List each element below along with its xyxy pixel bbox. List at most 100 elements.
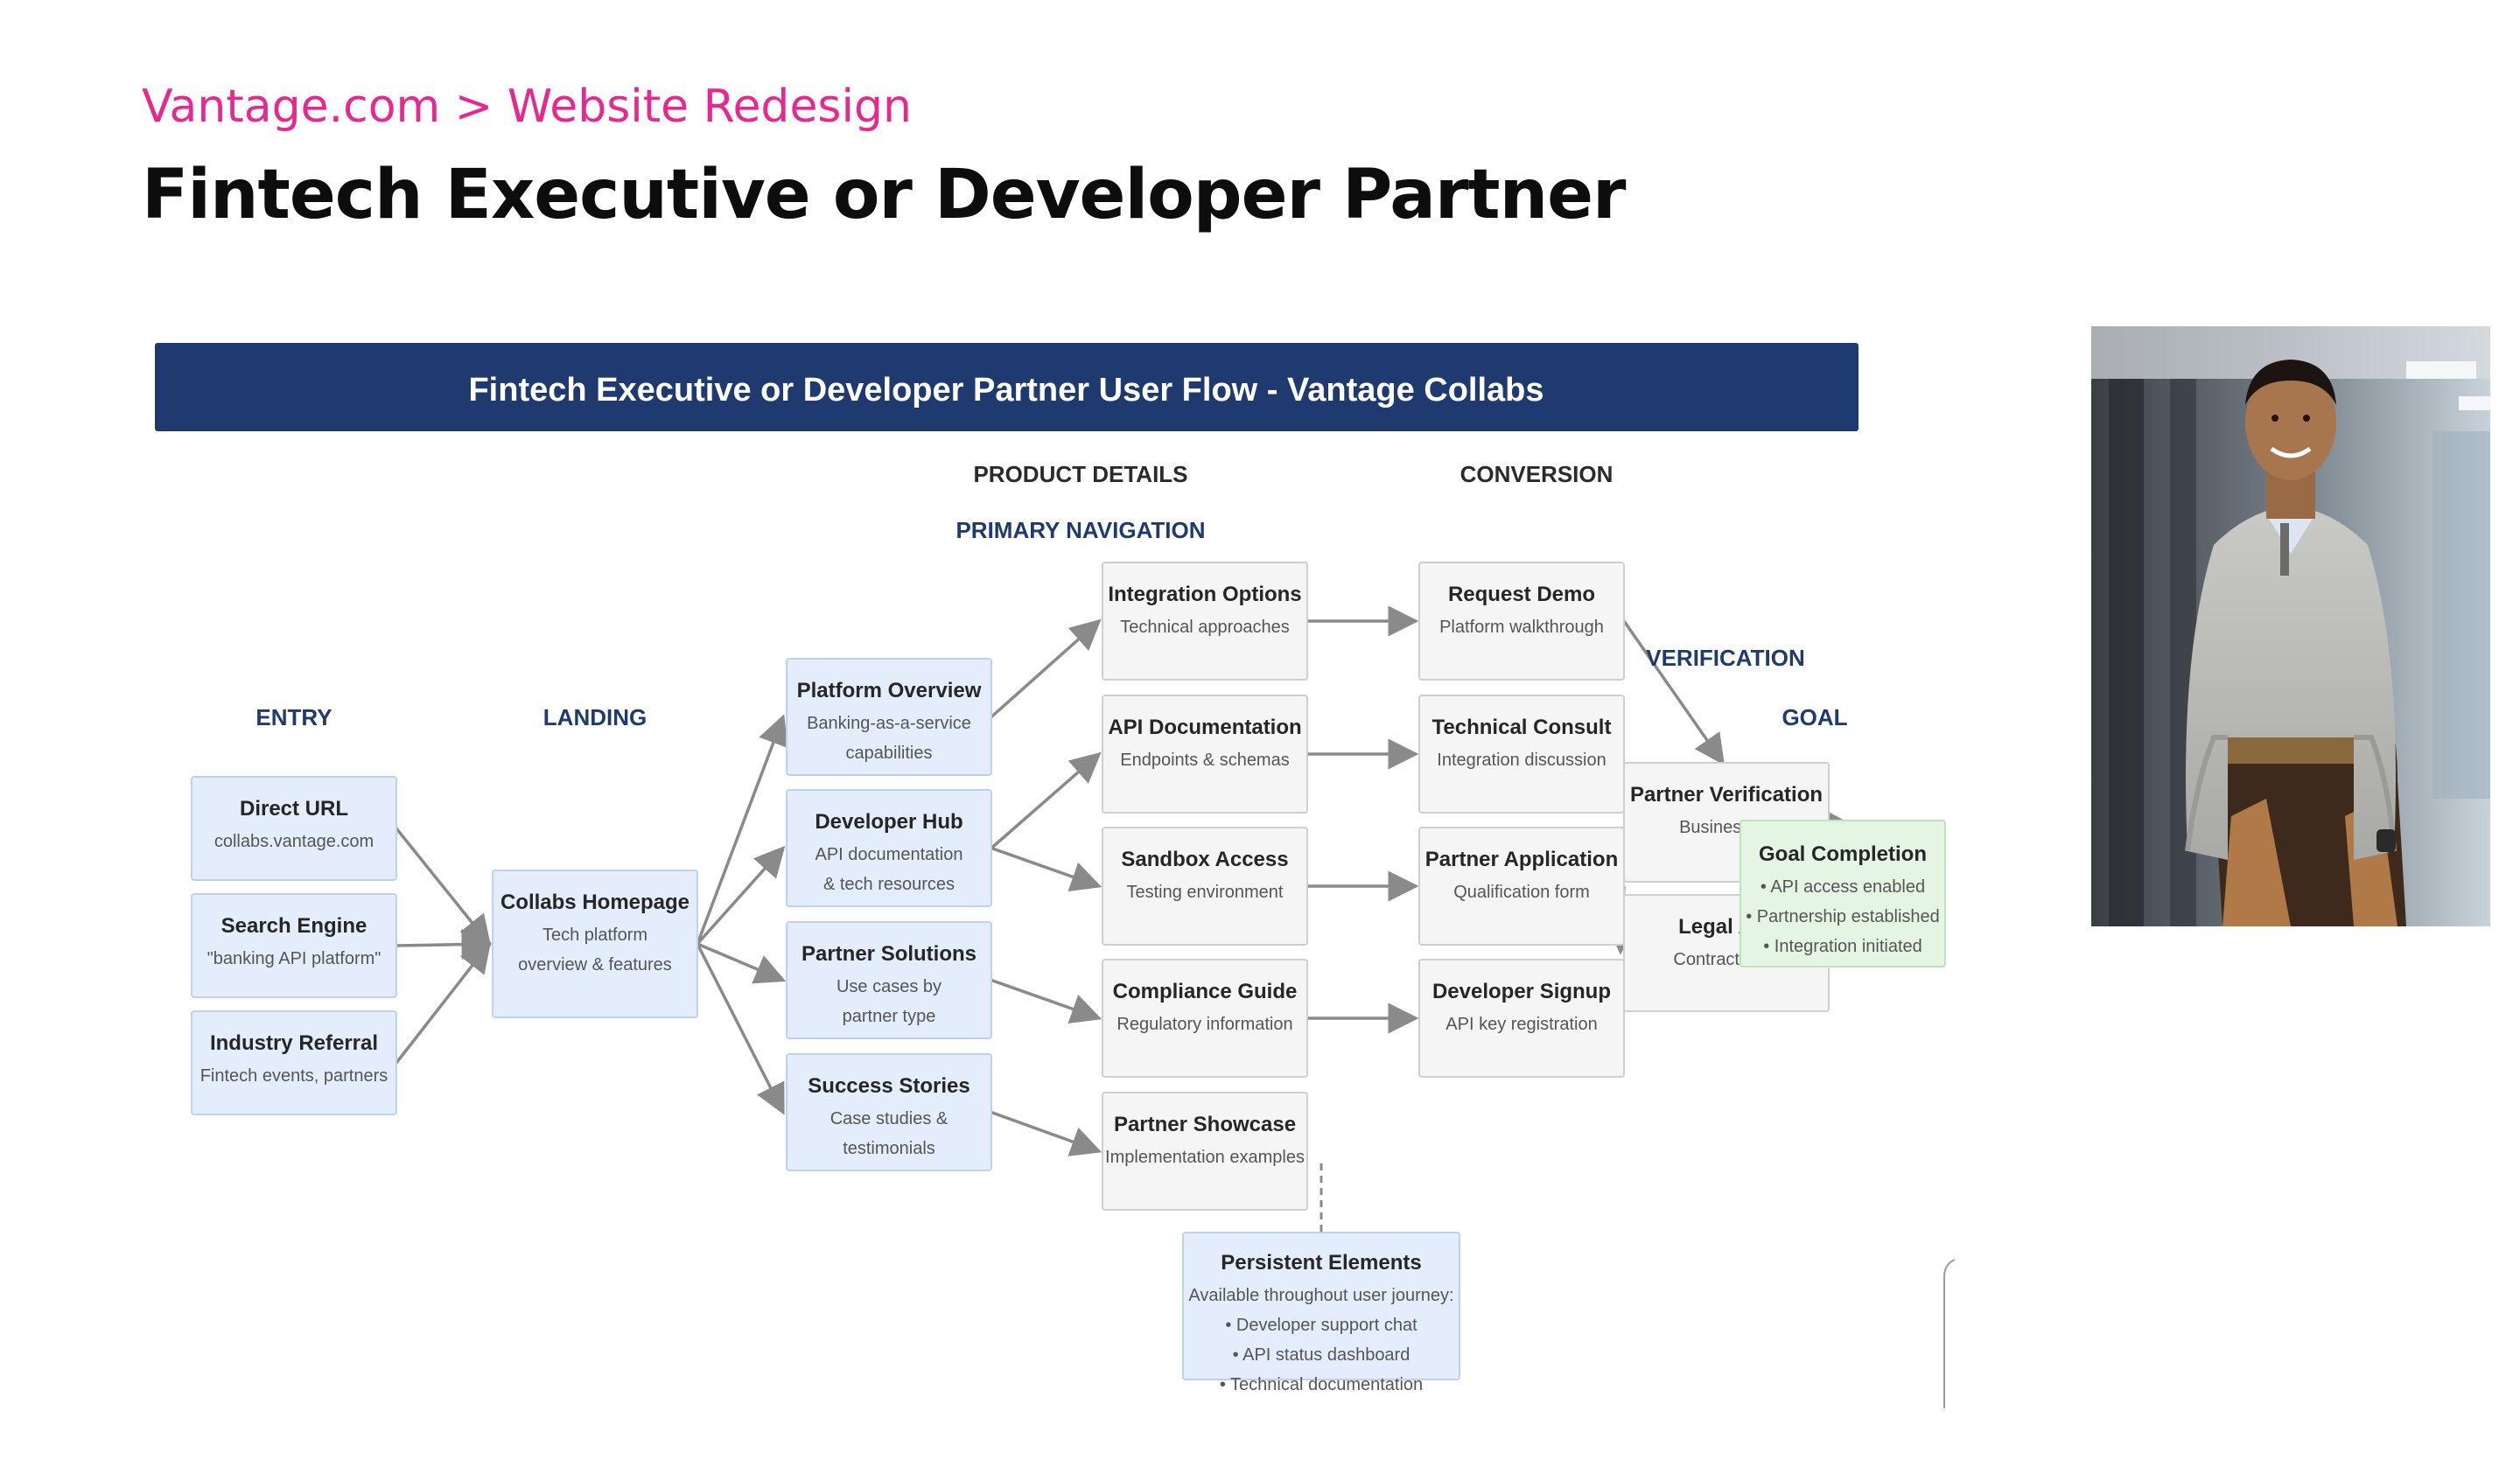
edge-referral-to-home — [395, 941, 492, 1065]
node-subtitle: API documentation — [816, 845, 963, 864]
section-label-goal: GOAL — [1782, 704, 1847, 730]
extras-layer — [1320, 1163, 1956, 1408]
node-subtitle: & tech resources — [823, 875, 955, 894]
edge-solutions-to-compliance — [990, 978, 1102, 1023]
node-subtitle: Use cases by — [836, 977, 942, 996]
node-subtitle: • Technical documentation — [1220, 1375, 1423, 1394]
node-title: API Documentation — [1108, 716, 1301, 739]
node-box — [1418, 562, 1625, 681]
node-box — [1182, 1232, 1460, 1380]
node-title: Technical Consult — [1432, 716, 1612, 739]
edge-home-to-stories — [696, 943, 785, 1115]
breadcrumb[interactable]: Vantage.com > Website Redesign — [142, 80, 912, 133]
edge-devhub-to-sandbox — [990, 846, 1102, 891]
node-title: Direct URL — [240, 797, 348, 821]
node-subtitle: API key registration — [1446, 1015, 1597, 1034]
node-title: Compliance Guide — [1113, 980, 1298, 1003]
section-label-product: PRODUCT DETAILS — [973, 461, 1187, 487]
edge-devhub-to-apidoc — [990, 751, 1102, 849]
node-title: Persistent Elements — [1221, 1251, 1421, 1275]
section-label-verification: VERIFICATION — [1646, 645, 1805, 671]
node-title: Partner Showcase — [1114, 1113, 1296, 1136]
edge-search-to-home — [396, 929, 493, 961]
node-subtitle: collabs.vantage.com — [214, 832, 374, 851]
node-title: Search Engine — [221, 914, 368, 938]
section-label-entry: ENTRY — [256, 704, 332, 730]
node-title: Industry Referral — [210, 1031, 378, 1055]
node-subtitle: capabilities — [846, 744, 933, 763]
edge-direct-to-home — [395, 827, 492, 947]
node-subtitle: • API access enabled — [1760, 877, 1925, 897]
edge-home-to-solutions — [696, 942, 787, 984]
edge-home-to-platform — [696, 714, 788, 945]
node-box — [492, 870, 698, 1018]
node-subtitle: • Developer support chat — [1225, 1316, 1418, 1335]
node-subtitle: Qualification form — [1453, 883, 1590, 902]
node-box — [1102, 959, 1308, 1078]
edge-stories-to-showcase — [990, 1110, 1102, 1156]
node-subtitle: partner type — [843, 1007, 936, 1026]
node-title: Request Demo — [1448, 583, 1595, 606]
node-subtitle: Fintech events, partners — [200, 1066, 388, 1086]
node-title: Developer Signup — [1432, 980, 1611, 1003]
node-title: Platform Overview — [797, 679, 982, 702]
banner: Fintech Executive or Developer Partner U… — [155, 343, 1858, 431]
node-search[interactable]: Search Engine "banking API platform" — [191, 893, 397, 998]
node-box — [1418, 695, 1625, 814]
node-goalnode[interactable]: Goal Completion• API access enabled• Par… — [1740, 820, 1946, 968]
node-box — [1102, 827, 1308, 946]
node-subtitle: • Partnership established — [1746, 907, 1940, 926]
node-subtitle: Testing environment — [1127, 883, 1284, 902]
node-title: Integration Options — [1108, 583, 1301, 606]
section-label-primary-nav: PRIMARY NAVIGATION — [956, 517, 1205, 543]
node-box — [1102, 1092, 1308, 1211]
node-subtitle: • API status dashboard — [1233, 1345, 1410, 1365]
persona-photo-illustration — [2091, 326, 2490, 926]
node-subtitle: "banking API platform" — [207, 949, 382, 968]
node-title: Partner Verification — [1630, 783, 1823, 807]
node-subtitle: Tech platform — [542, 926, 648, 945]
node-title: Success Stories — [808, 1074, 970, 1098]
node-subtitle: Banking-as-a-service — [807, 714, 971, 733]
node-title: Partner Solutions — [802, 942, 976, 966]
node-subtitle: Endpoints & schemas — [1120, 751, 1289, 770]
node-box — [786, 1053, 992, 1171]
node-subtitle: Case studies & — [830, 1109, 948, 1128]
canvas-edge-line — [1943, 1259, 1956, 1408]
section-label-conversion: CONVERSION — [1460, 461, 1614, 487]
node-subtitle: Technical approaches — [1120, 618, 1289, 637]
node-title: Partner Application — [1425, 848, 1618, 871]
node-box — [1418, 959, 1625, 1078]
node-subtitle: Available throughout user journey: — [1188, 1286, 1453, 1305]
node-box — [191, 1010, 397, 1115]
section-labels: PRODUCT DETAILS CONVERSION PRIMARY NAVIGAT… — [256, 461, 1847, 730]
node-subtitle: overview & features — [518, 955, 672, 975]
node-subtitle: Implementation examples — [1105, 1148, 1305, 1167]
node-subtitle: • Integration initiated — [1763, 937, 1922, 956]
node-title: Sandbox Access — [1121, 848, 1288, 871]
page-title: Fintech Executive or Developer Partner — [142, 156, 1626, 234]
node-direct[interactable]: Direct URL collabs.vantage.com — [191, 776, 397, 881]
node-subtitle: Regulatory information — [1116, 1015, 1292, 1034]
node-subtitle: testimonials — [843, 1139, 935, 1158]
persona-photo — [2091, 326, 2490, 926]
edge-platform-to-integration — [990, 618, 1102, 718]
